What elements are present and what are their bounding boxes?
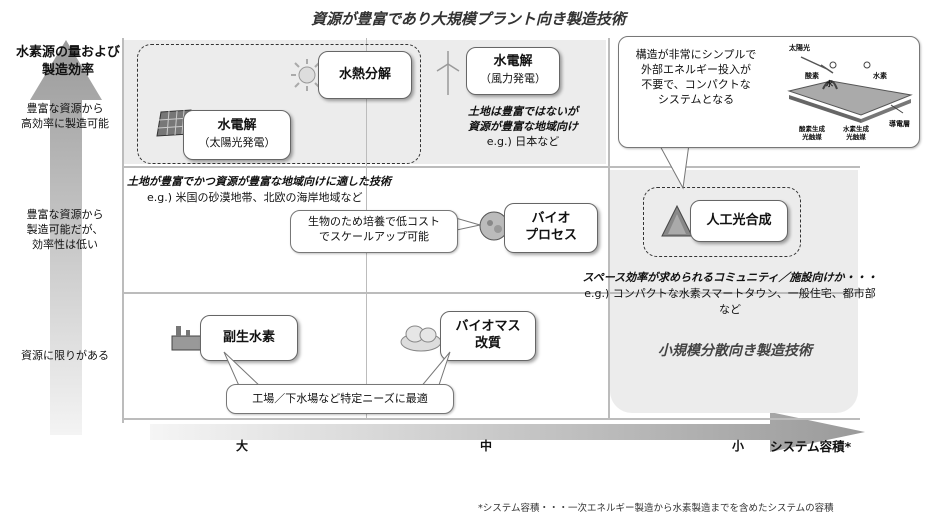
- note-space-line1: スペース効率が求められるコミュニティ／施設向けか・・・: [582, 271, 878, 284]
- callout-bio: 生物のため培養で低コスト でスケールアップ可能: [290, 210, 458, 253]
- y-level-high: 豊富な資源から 高効率に製造可能: [10, 101, 120, 131]
- x-tick-small: 小: [732, 439, 745, 453]
- y-level-low: 資源に限りがある: [10, 348, 120, 363]
- artificial-photosynthesis-label: 人工光合成: [706, 213, 772, 228]
- small-scale-label: 小規模分散向き製造技術: [658, 343, 812, 359]
- callout-bio-line1: 生物のため培養で低コスト: [308, 215, 440, 228]
- y-axis-arrow: [30, 40, 102, 435]
- wind-turbine-icon: [436, 51, 460, 95]
- fig-water-label: 水: [826, 80, 833, 88]
- callout-photo-line3: 不要で、コンパクトな: [641, 78, 751, 91]
- bioprocess-line1: バイオ: [531, 211, 571, 226]
- fig-hydrogen-catalyst-line1: 水素生成: [843, 125, 869, 133]
- electrolysis-wind-subtitle: （風力発電）: [480, 72, 546, 85]
- fig-conductive-layer-label: 導電層: [889, 120, 910, 128]
- fig-oxygen-catalyst-line1: 酸素生成: [799, 125, 825, 133]
- callout-photo-line4: システムとなる: [657, 93, 735, 106]
- footnote: *システム容積・・・一次エネルギー製造から水素製造までを含めたシステムの容積: [478, 503, 834, 514]
- fig-oxygen-catalyst-label: 酸素生成 光触媒: [799, 125, 825, 141]
- box-bioprocess: バイオ プロセス: [504, 203, 598, 253]
- biomass-line1: バイオマス: [455, 319, 521, 334]
- y-level-mid: 豊富な資源から 製造可能だが、 効率性は低い: [10, 207, 120, 252]
- callout-bio-line2: でスケールアップ可能: [319, 230, 429, 243]
- grid-h1: [122, 166, 860, 168]
- box-hydrothermal: 水熱分解: [318, 51, 412, 99]
- box-electrolysis-wind: 水電解 （風力発電）: [466, 47, 560, 95]
- fig-oxygen-label: 酸素: [805, 72, 819, 80]
- note-space-example1: e.g.) コンパクトな水素スマートタウン、一般住宅、都市部: [584, 287, 876, 300]
- box-byproduct-hydrogen: 副生水素: [200, 315, 298, 361]
- diagram-title: 資源が豊富であり大規模プラント向き製造技術: [311, 10, 626, 28]
- y-level-mid-line2: 製造可能だが、: [26, 223, 104, 236]
- note-space-target: スペース効率が求められるコミュニティ／施設向けか・・・ e.g.) コンパクトな…: [560, 270, 900, 318]
- note-wind-target: 土地は豊富ではないが 資源が豊富な地域向け e.g.) 日本など: [438, 104, 608, 149]
- note-wind-example: e.g.) 日本など: [486, 135, 560, 148]
- electrolysis-solar-title: 水電解: [217, 118, 257, 133]
- fig-hydrogen-label: 水素: [873, 72, 887, 80]
- box-hydrothermal-label: 水熱分解: [338, 67, 391, 82]
- x-axis-arrow: [150, 412, 865, 452]
- note-land-target: 土地が豊富でかつ資源が豊富な地域向けに適した技術 e.g.) 米国の砂漠地帯、北…: [127, 174, 487, 206]
- x-tick-medium: 中: [480, 439, 493, 453]
- box-biomass-reforming: バイオマス 改質: [440, 311, 536, 361]
- grid-v-right: [608, 38, 610, 418]
- electrolysis-solar-subtitle: （太陽光発電）: [198, 136, 276, 149]
- biomass-line2: 改質: [474, 336, 501, 351]
- callout-photo-line1: 構造が非常にシンプルで: [635, 48, 757, 61]
- fig-hydrogen-catalyst-label: 水素生成 光触媒: [843, 125, 869, 141]
- grid-left: [122, 38, 124, 423]
- y-level-mid-line1: 豊富な資源から: [26, 208, 104, 221]
- cloud-icon: [400, 325, 442, 352]
- electrolysis-wind-title: 水電解: [493, 54, 533, 69]
- y-level-high-line1: 豊富な資源から: [26, 102, 104, 115]
- grid-h2: [122, 292, 860, 294]
- fig-hydrogen-catalyst-line2: 光触媒: [846, 133, 866, 141]
- grid-bottom: [122, 418, 860, 420]
- photocatalyst-illustration: [787, 56, 913, 123]
- callout-photo-line2: 外部エネルギー投入が: [641, 63, 751, 76]
- note-wind-line1: 土地は豊富ではないが: [468, 105, 578, 118]
- photocatalyst-panel-icon: [661, 204, 693, 237]
- y-level-mid-line3: 効率性は低い: [32, 238, 98, 251]
- y-level-low-line1: 資源に限りがある: [21, 349, 109, 362]
- fig-sunlight-label: 太陽光: [789, 44, 810, 52]
- callout-factory: 工場／下水場など特定ニーズに最適: [226, 384, 454, 414]
- x-axis-title: システム容積*: [770, 439, 852, 454]
- note-land-line1: 土地が豊富でかつ資源が豊富な地域向けに適した技術: [127, 175, 391, 188]
- callout-photosynthesis: 構造が非常にシンプルで 外部エネルギー投入が 不要で、コンパクトな システムとな…: [618, 36, 920, 148]
- callout-photosynthesis-text: 構造が非常にシンプルで 外部エネルギー投入が 不要で、コンパクトな システムとな…: [627, 47, 765, 107]
- box-artificial-photosynthesis: 人工光合成: [690, 200, 788, 242]
- note-space-example2: など: [719, 303, 741, 316]
- fig-oxygen-catalyst-line2: 光触媒: [802, 133, 822, 141]
- box-electrolysis-solar: 水電解 （太陽光発電）: [183, 110, 291, 160]
- y-level-high-line2: 高効率に製造可能: [21, 117, 109, 130]
- callout-factory-text: 工場／下水場など特定ニーズに最適: [252, 392, 428, 405]
- photo-callout-tail: [658, 144, 690, 190]
- large-scale-group: [137, 44, 421, 164]
- x-tick-large: 大: [236, 439, 249, 453]
- note-land-example: e.g.) 米国の砂漠地帯、北欧の海岸地域など: [147, 191, 363, 204]
- byproduct-hydrogen-label: 副生水素: [222, 330, 275, 345]
- note-wind-line2: 資源が豊富な地域向け: [468, 120, 578, 133]
- y-axis-title-line1: 水素源の量および: [15, 45, 120, 60]
- bio-callout-tail: [452, 216, 481, 232]
- y-axis-title-line2: 製造効率: [41, 63, 94, 78]
- bioprocess-line2: プロセス: [524, 228, 577, 243]
- y-axis-title: 水素源の量および 製造効率: [4, 44, 132, 80]
- artificial-photosynthesis-group: [643, 187, 801, 257]
